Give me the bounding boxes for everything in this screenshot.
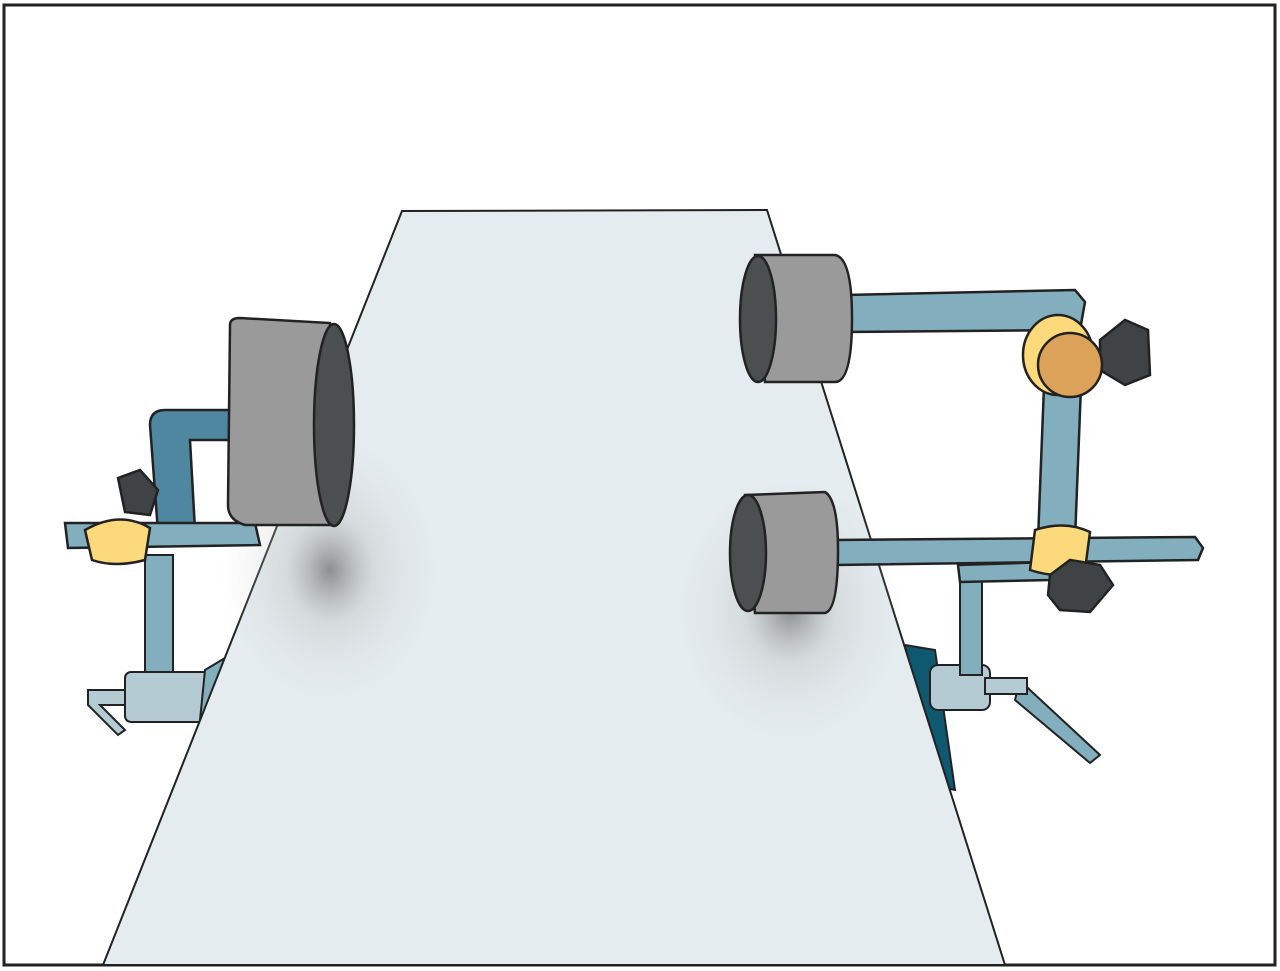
clamp-knob-icon: [1046, 558, 1115, 614]
support-pad-icon: [753, 253, 854, 384]
right-lower-clamp: [903, 574, 1102, 792]
right-upper-support: [738, 253, 1152, 542]
support-pad-icon: [743, 490, 840, 615]
left-lateral-support: [63, 316, 356, 566]
right-lower-support: [728, 490, 1205, 615]
clamp-icon: [83, 518, 152, 566]
clamp-knob-icon: [116, 468, 160, 517]
